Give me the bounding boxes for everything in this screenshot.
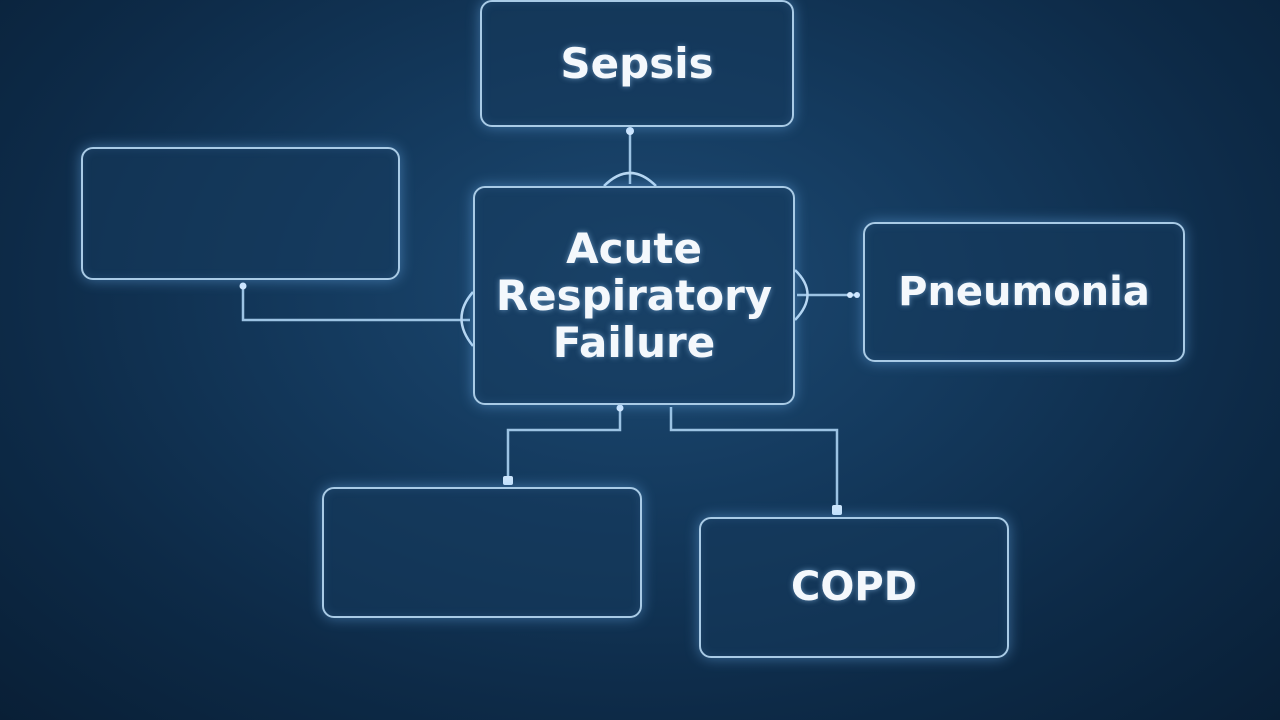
edge-arc-top (603, 171, 657, 187)
node-pneumonia-label: Pneumonia (898, 268, 1150, 315)
node-copd[interactable]: COPD (699, 517, 1009, 658)
edge-dot (626, 127, 634, 135)
edge-topleft-center (241, 284, 470, 322)
node-sepsis-label: Sepsis (560, 38, 714, 88)
edge-connector-cap (832, 505, 842, 515)
node-empty-top-left[interactable] (81, 147, 400, 280)
node-acute-respiratory-failure[interactable]: Acute Respiratory Failure (473, 186, 795, 405)
edge-dot (847, 292, 853, 298)
edge-center-copd (669, 407, 839, 513)
edge-dot (854, 292, 860, 298)
edge-arc-left (460, 291, 474, 347)
edge-arc-right (794, 269, 809, 321)
node-pneumonia[interactable]: Pneumonia (863, 222, 1185, 362)
edge-dot (616, 404, 624, 412)
node-copd-label: COPD (791, 564, 917, 611)
node-empty-bottom-left[interactable] (322, 487, 642, 618)
edge-connector-cap (503, 476, 513, 485)
node-center-label: Acute Respiratory Failure (495, 223, 773, 368)
node-sepsis[interactable]: Sepsis (480, 0, 794, 127)
edge-center-bottomleft (506, 407, 622, 483)
edge-dot (239, 282, 247, 290)
